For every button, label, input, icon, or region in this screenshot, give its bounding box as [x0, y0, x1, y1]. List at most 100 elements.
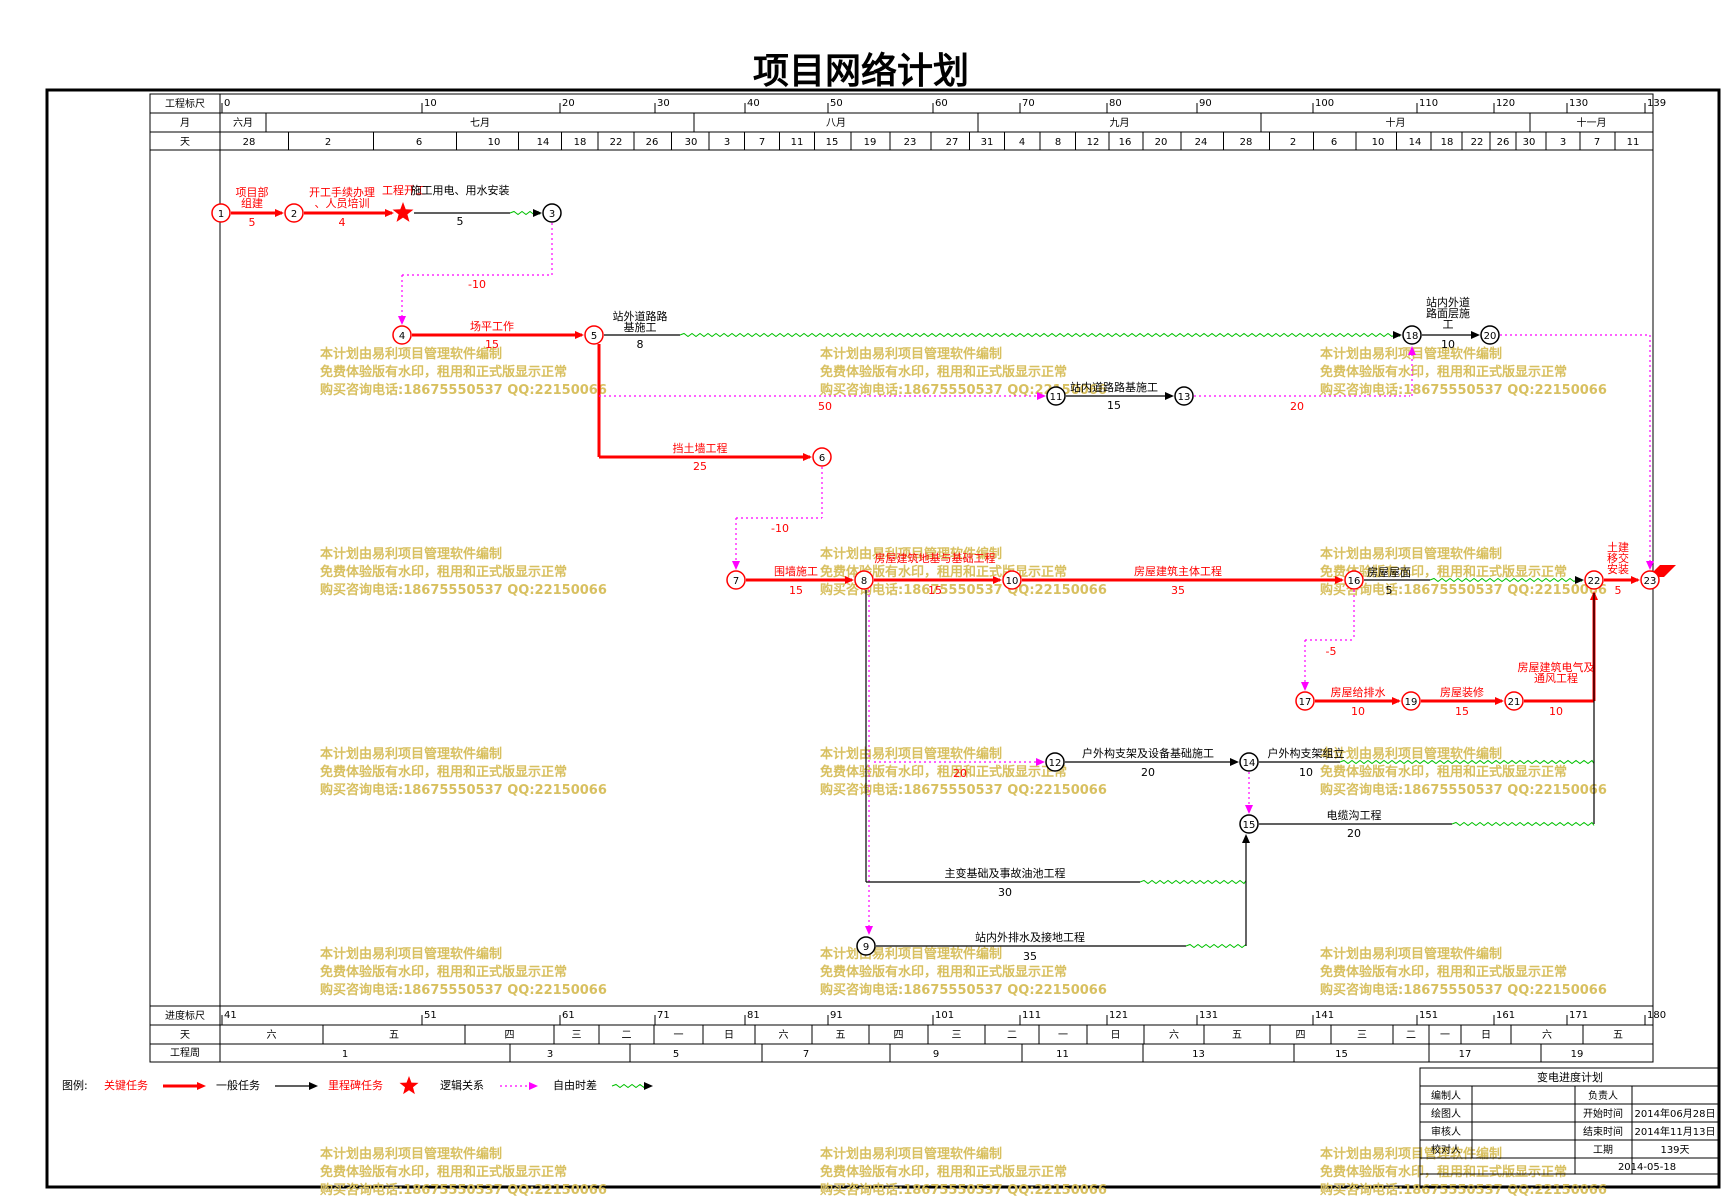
watermark-text: 本计划由易利项目管理软件编制 — [1320, 1146, 1502, 1162]
activity-arrow-head — [1165, 392, 1174, 400]
month-label: 十一月 — [1577, 116, 1607, 129]
day-label: 3 — [724, 137, 730, 148]
logic-arrow-head — [1408, 346, 1416, 355]
node-number: 3 — [549, 209, 555, 220]
activity-name: 挡土墙工程 — [673, 441, 728, 455]
info-duration-label: 工期 — [1593, 1144, 1613, 1156]
network-node — [1174, 386, 1194, 406]
activity-duration: 35 — [1023, 950, 1037, 963]
watermark-text: 本计划由易利项目管理软件编制 — [1320, 546, 1502, 562]
legend-critical-arrow — [197, 1082, 206, 1090]
logic-arrow-head — [1301, 682, 1309, 691]
watermark-text: 购买咨询电话:18675550537 QQ:22150066 — [820, 382, 1107, 398]
day-label: 22 — [610, 137, 623, 148]
activity-duration: 5 — [249, 216, 256, 229]
logic-arrow-head — [1036, 758, 1045, 766]
network-node — [584, 325, 604, 345]
lag-label: 20 — [1290, 400, 1304, 413]
watermark-text: 购买咨询电话:18675550537 QQ:22150066 — [320, 1182, 607, 1198]
activity-arrow-head — [1335, 576, 1344, 584]
network-node — [392, 325, 412, 345]
activity-duration: 10 — [1351, 705, 1365, 718]
network-node — [812, 447, 832, 467]
activity-name: 通风工程 — [1534, 672, 1578, 685]
lag-label: 50 — [818, 400, 832, 413]
activity-name: 开工手续办理 — [309, 185, 375, 199]
activity-arrow-head — [845, 576, 854, 584]
info-reviewer-label: 审核人 — [1431, 1125, 1461, 1138]
activity-arrow-head — [1495, 697, 1504, 705]
week-number-label: 13 — [1192, 1049, 1205, 1060]
network-node — [211, 203, 231, 223]
activity-name: 站外道路路 — [613, 309, 668, 323]
watermark-text: 免费体验版有水印，租用和正式版显示正常 — [820, 964, 1067, 980]
arrow-head — [1242, 834, 1250, 843]
float-line — [1339, 759, 1595, 765]
network-node — [856, 936, 876, 956]
day-label: 15 — [826, 137, 839, 148]
activity-arrow-head — [275, 209, 284, 217]
watermark-text: 免费体验版有水印，租用和正式版显示正常 — [320, 964, 567, 980]
day-label: 28 — [243, 137, 256, 148]
weekday-label: 日 — [1111, 1030, 1121, 1041]
activity-name: 路面层施 — [1426, 307, 1470, 320]
month-label: 六月 — [233, 117, 253, 129]
ruler-tick-label: 30 — [657, 98, 670, 109]
weekday-label: 一 — [674, 1030, 684, 1041]
scale-day-label: 天 — [180, 137, 190, 148]
lag-label: -10 — [468, 278, 486, 291]
day-label: 22 — [1471, 137, 1484, 148]
weekday-label: 一 — [1440, 1030, 1450, 1041]
page-title: 项目网络计划 — [752, 50, 969, 92]
watermark-text: 购买咨询电话:18675550537 QQ:22150066 — [820, 1182, 1107, 1198]
info-duration-value: 139天 — [1660, 1145, 1689, 1156]
day-label: 6 — [1331, 137, 1337, 148]
progress-tick-label: 121 — [1109, 1010, 1128, 1021]
week-number-label: 15 — [1335, 1049, 1348, 1060]
activity-name: 围墙施工 — [774, 564, 818, 578]
activity-duration: 10 — [1549, 705, 1563, 718]
activity-name: 房屋给排水 — [1331, 685, 1386, 699]
lag-label: 20 — [953, 767, 967, 780]
day-label: 19 — [864, 137, 877, 148]
ruler-tick-label: 139 — [1647, 98, 1666, 109]
activity-name: 安装 — [1607, 562, 1629, 576]
node-number: 19 — [1405, 697, 1418, 708]
watermark-text: 本计划由易利项目管理软件编制 — [820, 1146, 1002, 1162]
watermark-text: 本计划由易利项目管理软件编制 — [320, 1146, 502, 1162]
float-line — [1429, 577, 1583, 583]
watermark-text: 免费体验版有水印，租用和正式版显示正常 — [1320, 764, 1567, 780]
week-number-label: 7 — [803, 1049, 809, 1060]
weekday-label: 六 — [1169, 1029, 1179, 1041]
logic-arrow-head — [732, 561, 740, 570]
activity-name: 房屋建筑地基与基础工程 — [875, 551, 996, 565]
info-start-value: 2014年06月28日 — [1635, 1107, 1716, 1120]
milestone-star — [392, 202, 414, 222]
progress-tick-label: 131 — [1199, 1010, 1218, 1021]
watermark-text: 本计划由易利项目管理软件编制 — [820, 946, 1002, 962]
weekday-label: 五 — [1613, 1030, 1623, 1041]
watermark-text: 本计划由易利项目管理软件编制 — [320, 546, 502, 562]
progress-label: 进度标尺 — [165, 1009, 205, 1022]
network-node — [1584, 570, 1604, 590]
day-label: 2 — [325, 137, 331, 148]
week-number-label: 1 — [342, 1049, 348, 1060]
activity-name: 电缆沟工程 — [1327, 809, 1382, 822]
week-number-label: 3 — [547, 1049, 553, 1060]
activity-name: 场平工作 — [470, 319, 514, 333]
watermark-text: 购买咨询电话:18675550537 QQ:22150066 — [1320, 382, 1607, 398]
logic-arrow-head — [1037, 392, 1046, 400]
activity-name: 项目部 — [236, 185, 269, 199]
network-node — [1046, 386, 1066, 406]
weekday-label: 四 — [505, 1030, 515, 1041]
weekday-label: 六 — [1542, 1029, 1552, 1041]
network-node — [1401, 691, 1421, 711]
activity-duration: 5 — [1386, 584, 1393, 597]
activity-name: 房屋建筑电气及 — [1518, 660, 1595, 674]
legend-milestone-star — [399, 1076, 419, 1095]
week-label: 工程周 — [170, 1047, 200, 1059]
info-drawer-label: 绘图人 — [1431, 1107, 1461, 1120]
week-number-label: 17 — [1459, 1049, 1472, 1060]
watermark-text: 免费体验版有水印，租用和正式版显示正常 — [320, 1164, 567, 1180]
info-end-value: 2014年11月13日 — [1635, 1125, 1716, 1138]
